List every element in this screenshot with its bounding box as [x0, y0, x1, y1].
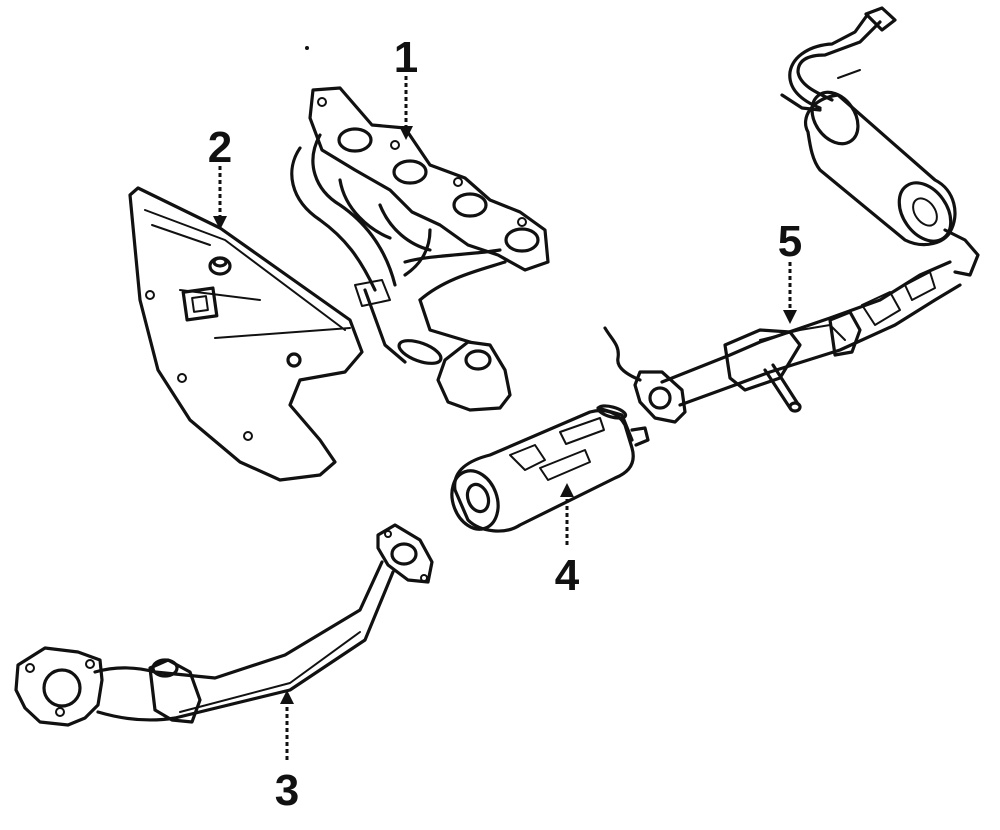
callout-4: 4 [555, 551, 580, 600]
leader-line-3 [280, 690, 294, 760]
muffler-tailpipe-drawing [603, 6, 980, 424]
callout-5: 5 [778, 217, 802, 266]
leader-line-5 [783, 262, 797, 324]
catalytic-converter-drawing [450, 404, 650, 533]
callout-3: 3 [275, 766, 299, 815]
callout-2: 2 [208, 123, 232, 172]
stray-dot [305, 46, 309, 50]
front-pipe-drawing [14, 523, 434, 727]
callout-1: 1 [394, 33, 418, 82]
heat-shield-drawing [128, 186, 364, 482]
exhaust-manifold-drawing [290, 86, 550, 412]
leader-line-1 [399, 76, 413, 140]
leader-line-2 [213, 166, 227, 230]
leader-line-4 [560, 483, 574, 545]
